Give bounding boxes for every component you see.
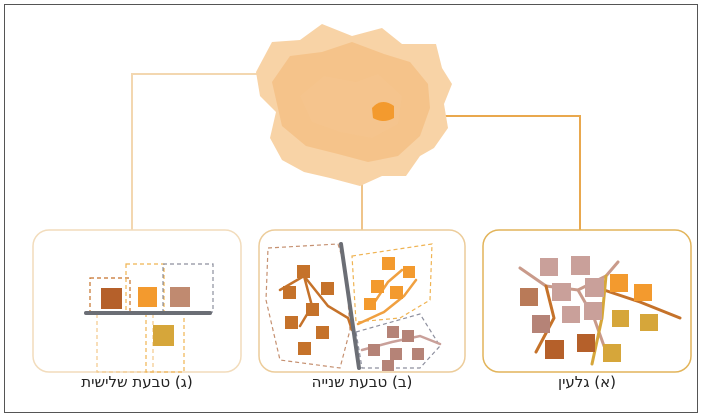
panel-b-caption: (ב) טבעת שנייה	[311, 373, 413, 391]
panel-a	[482, 229, 692, 373]
connector-line-a	[390, 115, 581, 232]
panel-a-caption: (א) גלעין	[557, 373, 617, 391]
panel-c-blocks	[101, 287, 190, 346]
panel-a-frame	[482, 229, 692, 373]
connector-line-c	[131, 73, 258, 232]
panel-b-zones	[265, 243, 441, 369]
figure-frame	[4, 4, 698, 413]
panel-c	[32, 229, 242, 373]
core-marker	[372, 101, 394, 121]
panel-c-caption: (ג) טבעת שלישית	[81, 373, 193, 391]
panel-c-frame	[32, 229, 242, 373]
city-cloud	[256, 24, 452, 186]
panel-b-blocks	[283, 257, 424, 371]
panel-b-main-road	[339, 242, 361, 370]
panel-b	[258, 229, 466, 373]
panel-a-blocks	[520, 256, 658, 362]
cloud-inner	[300, 74, 402, 138]
